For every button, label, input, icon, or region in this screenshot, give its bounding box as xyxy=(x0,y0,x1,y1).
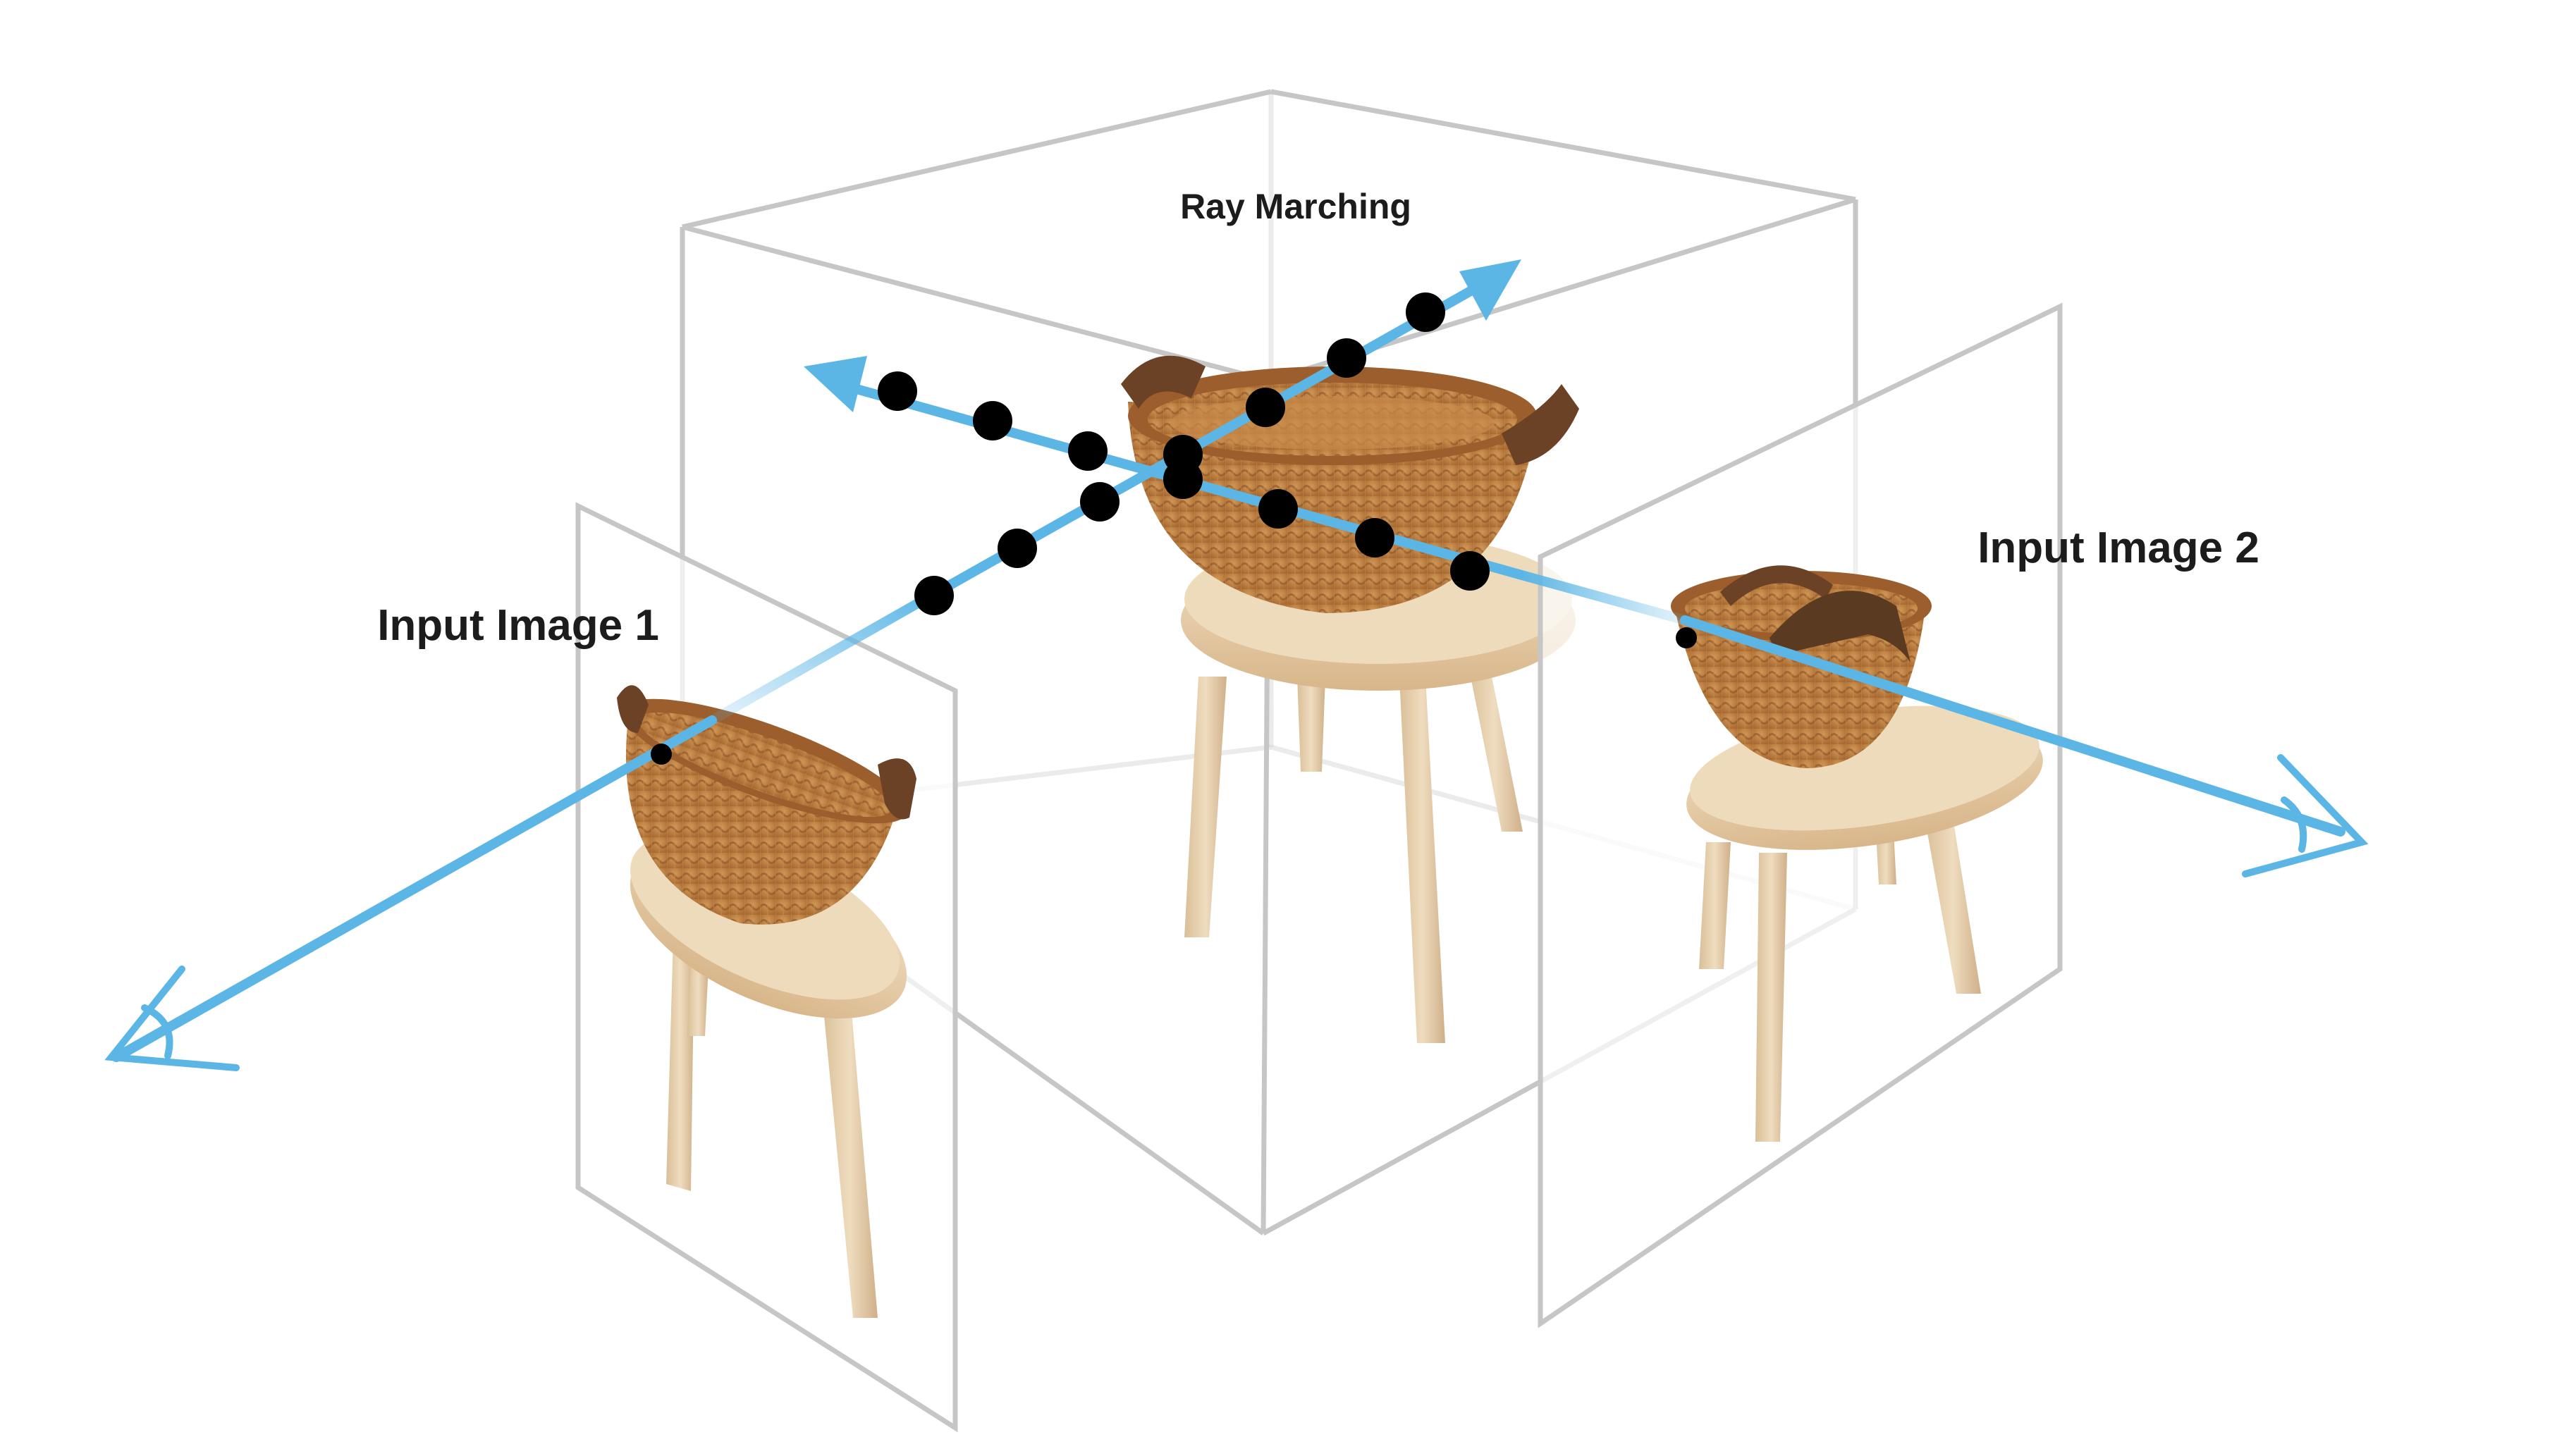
pixel-point-image-1 xyxy=(651,744,672,765)
sample-point xyxy=(878,371,917,411)
ray-marching-label: Ray Marching xyxy=(1180,187,1411,226)
ray-samples-2 xyxy=(878,371,1490,591)
input-image-plane-2 xyxy=(1538,302,2063,1328)
center-object xyxy=(1121,355,1579,1043)
pixel-point-image-2 xyxy=(1676,627,1697,648)
camera-eye-icon-left xyxy=(104,966,240,1071)
input-image-2-label: Input Image 2 xyxy=(1977,524,2259,572)
ray-arrow-head-1 xyxy=(1459,259,1521,321)
ray-arrow-head-2 xyxy=(804,356,867,412)
sample-point xyxy=(1258,489,1298,529)
left-object xyxy=(617,685,916,1318)
sample-point xyxy=(1163,460,1203,499)
sample-point xyxy=(1246,388,1285,427)
sample-point xyxy=(1068,431,1108,471)
sample-point xyxy=(1406,292,1445,332)
input-image-plane-1 xyxy=(575,502,958,1433)
sample-point xyxy=(914,576,954,615)
input-image-1-label: Input Image 1 xyxy=(377,601,659,650)
camera-eye-icon-right xyxy=(2242,754,2369,877)
sample-point xyxy=(1355,518,1394,557)
sample-point xyxy=(1327,338,1366,378)
sample-point xyxy=(998,529,1037,568)
sample-point xyxy=(1450,551,1490,591)
sample-point xyxy=(1080,482,1120,522)
right-object xyxy=(1671,565,2043,1142)
sample-point xyxy=(973,401,1012,440)
